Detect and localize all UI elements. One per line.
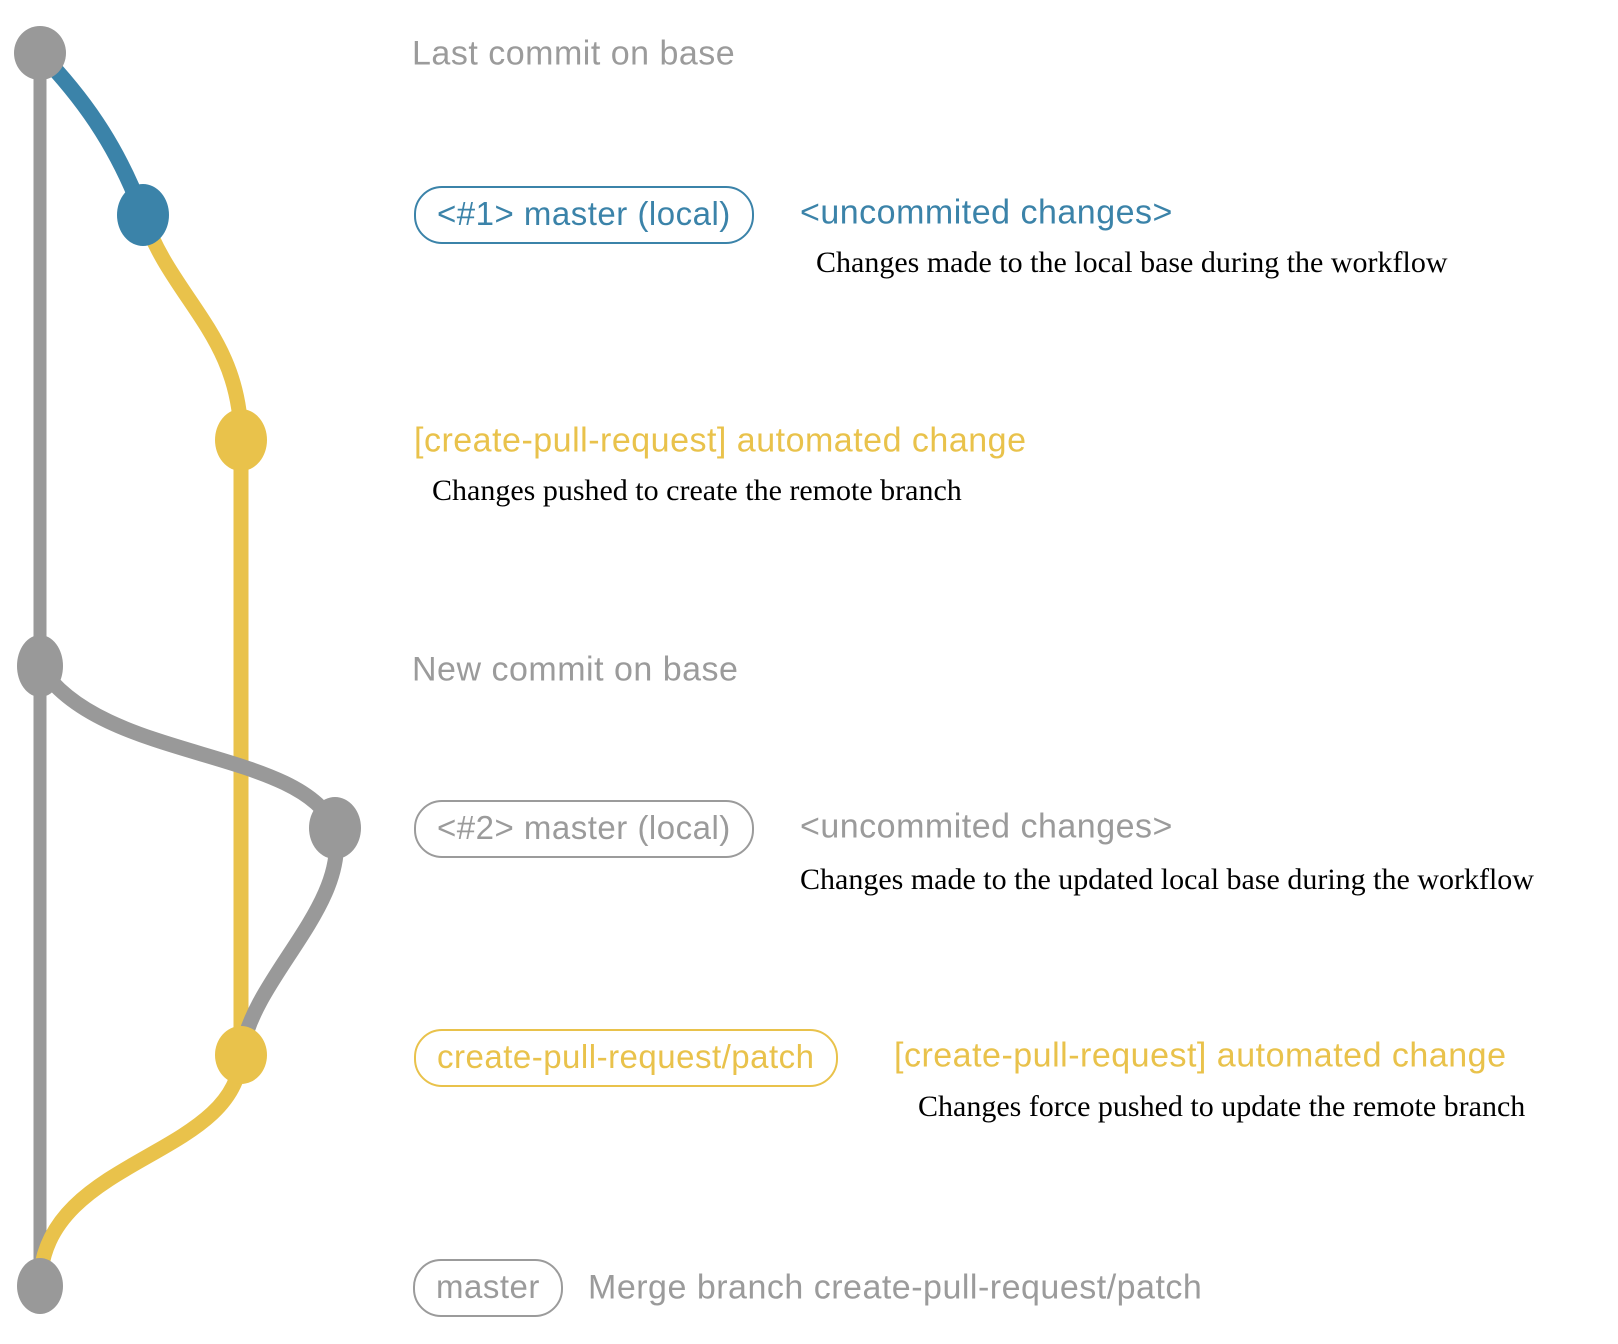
push1-annotation: [create-pull-request] automated change [414, 421, 1027, 460]
commit2-description: Changes made to the updated local base d… [800, 863, 1534, 896]
commit-node-merge-on-base [17, 1258, 63, 1314]
new-commit-label: New commit on base [412, 650, 739, 689]
push1-description: Changes pushed to create the remote bran… [432, 474, 962, 507]
last-commit-label: Last commit on base [412, 34, 736, 73]
commit-node-last-commit-on-base [14, 26, 66, 80]
commit1-description: Changes made to the local base during th… [816, 246, 1448, 279]
commit-node-local-master-1 [117, 184, 169, 246]
push2-annotation: [create-pull-request] automated change [894, 1036, 1507, 1075]
push2-description: Changes force pushed to update the remot… [918, 1090, 1526, 1123]
commit2-annotation: <uncommited changes> [800, 807, 1173, 846]
commit1-annotation: <uncommited changes> [800, 193, 1173, 232]
merge-label: Merge branch create-pull-request/patch [588, 1268, 1203, 1307]
commit2-badge: <#2> master (local) [414, 800, 754, 858]
commit-node-local-master-2 [309, 797, 361, 859]
commit1-badge: <#1> master (local) [414, 186, 754, 244]
local-master-2-merge-line [234, 820, 345, 1058]
commit-node-patch-push-1 [215, 409, 267, 471]
merge-badge: master [413, 1259, 563, 1317]
commit-node-new-commit-on-base [17, 635, 63, 697]
local-master-2-branch-line [32, 658, 343, 836]
push2-badge: create-pull-request/patch [414, 1029, 838, 1087]
commit-node-patch-push-2 [215, 1026, 267, 1084]
